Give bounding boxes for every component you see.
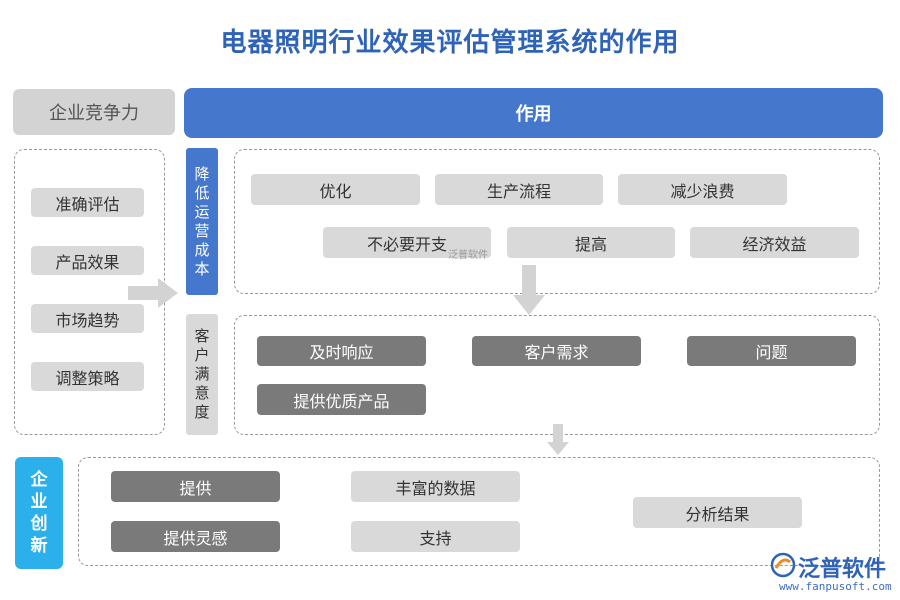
label-innovation: 企业创新: [15, 457, 63, 569]
label-reduce-cost: 降低运营成本: [186, 148, 218, 295]
item-improve: 提高: [507, 227, 675, 258]
watermark-text: 泛普软件: [448, 250, 488, 261]
item-timely-response: 及时响应: [257, 336, 426, 366]
arrow-down-icon: [547, 424, 569, 455]
item-customer-demand: 客户需求: [472, 336, 641, 366]
arrow-down-icon: [513, 265, 545, 315]
section-reduce-cost: [234, 149, 880, 294]
item-rich-data: 丰富的数据: [351, 471, 520, 502]
item-unnecessary-expense: 不必要开支: [323, 227, 491, 258]
item-economic-benefit: 经济效益: [690, 227, 859, 258]
item-reduce-waste: 减少浪费: [618, 174, 787, 205]
logo-url: www.fanpusoft.com: [779, 580, 892, 593]
item-provide: 提供: [111, 471, 280, 502]
item-optimize: 优化: [251, 174, 420, 205]
fanpu-logo-icon: [770, 552, 796, 578]
left-item-product-effect: 产品效果: [31, 246, 144, 275]
section-customer-satisfaction: [234, 315, 880, 435]
item-production-process: 生产流程: [435, 174, 603, 205]
item-problem: 问题: [687, 336, 856, 366]
header-competitiveness: 企业竞争力: [13, 89, 175, 135]
arrow-right-icon: [128, 278, 178, 308]
item-quality-product: 提供优质产品: [257, 384, 426, 415]
section-innovation: [78, 457, 880, 566]
item-support: 支持: [351, 521, 520, 552]
left-item-adjust-strategy: 调整策略: [31, 362, 144, 391]
item-provide-inspiration: 提供灵感: [111, 521, 280, 552]
page-title: 电器照明行业效果评估管理系统的作用: [220, 28, 680, 58]
item-analysis-result: 分析结果: [633, 497, 802, 528]
logo-name: 泛普软件: [798, 557, 887, 582]
left-item-accurate-assessment: 准确评估: [31, 188, 144, 217]
left-item-market-trend: 市场趋势: [31, 304, 144, 333]
label-customer-satisfaction: 客户满意度: [186, 314, 218, 435]
header-function: 作用: [184, 88, 883, 138]
